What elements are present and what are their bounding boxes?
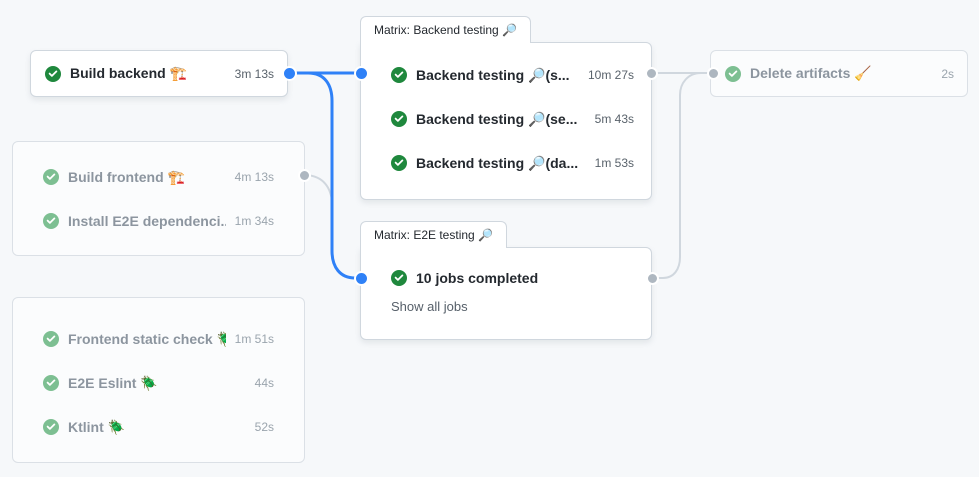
job-label: Install E2E dependenci... (68, 213, 226, 229)
job-label: Delete artifacts 🧹 (750, 65, 872, 81)
job-backend-testing-2[interactable]: Backend testing 🔎(se... 5m 43s (361, 97, 651, 141)
job-delete-artifacts[interactable]: Delete artifacts 🧹 2s (711, 51, 967, 96)
card-matrix-backend: Backend testing 🔎(s... 10m 27s Backend t… (360, 42, 652, 200)
matrix-e2e-title: Matrix: E2E testing 🔎 (374, 228, 493, 242)
job-frontend-static-check[interactable]: Frontend static check 🪲 1m 51s (13, 317, 304, 361)
check-circle-icon (45, 65, 61, 82)
job-label: E2E Eslint 🪲 (68, 374, 158, 391)
check-circle-icon (725, 65, 741, 82)
edge-build-backend-to-e2e (287, 71, 363, 280)
job-duration: 1m 51s (234, 332, 274, 346)
job-install-e2e-dependencies[interactable]: Install E2E dependenci... 1m 34s (13, 199, 304, 243)
job-ktlint[interactable]: Ktlint 🪲 52s (13, 405, 304, 449)
job-label: Backend testing 🔎(s... (416, 66, 570, 83)
card-lint-group: Frontend static check 🪲 1m 51s E2E Eslin… (12, 297, 305, 463)
job-label: Build backend 🏗️ (70, 65, 188, 81)
job-duration: 1m 53s (594, 156, 634, 170)
matrix-e2e-summary[interactable]: 10 jobs completed (391, 260, 634, 296)
connector-dot-matrix-backend-out (645, 67, 658, 80)
job-duration: 44s (254, 376, 274, 390)
show-all-jobs-link[interactable]: Show all jobs (391, 299, 468, 314)
job-duration: 4m 13s (234, 170, 274, 184)
job-build-backend[interactable]: Build backend 🏗️ 3m 13s (31, 51, 287, 96)
job-duration: 2s (941, 66, 954, 81)
check-circle-icon (43, 419, 59, 435)
check-circle-icon (391, 155, 407, 171)
connector-dot-matrix-backend-in (354, 66, 369, 81)
edge-e2e-to-delete (652, 72, 713, 279)
job-e2e-eslint[interactable]: E2E Eslint 🪲 44s (13, 361, 304, 405)
connector-dot-matrix-e2e-in (354, 271, 369, 286)
job-label: Ktlint 🪲 (68, 418, 126, 435)
matrix-backend-tab: Matrix: Backend testing 🔎 (360, 16, 531, 43)
connector-dot-matrix-e2e-out (646, 272, 659, 285)
matrix-backend-title: Matrix: Backend testing 🔎 (374, 23, 517, 37)
check-circle-icon (391, 111, 407, 127)
job-duration: 3m 13s (234, 66, 274, 81)
check-circle-icon (391, 270, 407, 286)
card-build-backend: Build backend 🏗️ 3m 13s (30, 50, 288, 97)
card-frontend-group: Build frontend 🏗️ 4m 13s Install E2E dep… (12, 141, 305, 256)
job-duration: 10m 27s (587, 68, 634, 82)
job-backend-testing-3[interactable]: Backend testing 🔎(da... 1m 53s (361, 141, 651, 185)
check-circle-icon (43, 375, 59, 391)
card-matrix-e2e: 10 jobs completed Show all jobs (360, 247, 652, 340)
check-circle-icon (43, 169, 59, 185)
job-label: Build frontend 🏗️ (68, 168, 185, 185)
job-duration: 5m 43s (594, 112, 634, 126)
job-duration: 1m 34s (234, 214, 274, 228)
check-circle-icon (43, 213, 59, 229)
job-build-frontend[interactable]: Build frontend 🏗️ 4m 13s (13, 155, 304, 199)
card-delete-artifacts: Delete artifacts 🧹 2s (710, 50, 968, 97)
check-circle-icon (43, 331, 59, 347)
job-backend-testing-1[interactable]: Backend testing 🔎(s... 10m 27s (361, 53, 651, 97)
summary-label: 10 jobs completed (416, 270, 539, 286)
connector-dot-build-backend-out (282, 66, 297, 81)
connector-dot-delete-artifacts-in (707, 67, 720, 80)
connector-dot-frontend-out (298, 169, 311, 182)
job-label: Frontend static check 🪲 (68, 330, 226, 347)
matrix-e2e-tab: Matrix: E2E testing 🔎 (360, 221, 507, 248)
check-circle-icon (391, 67, 407, 83)
job-duration: 52s (254, 420, 274, 434)
job-label: Backend testing 🔎(da... (416, 154, 579, 171)
job-label: Backend testing 🔎(se... (416, 110, 578, 127)
